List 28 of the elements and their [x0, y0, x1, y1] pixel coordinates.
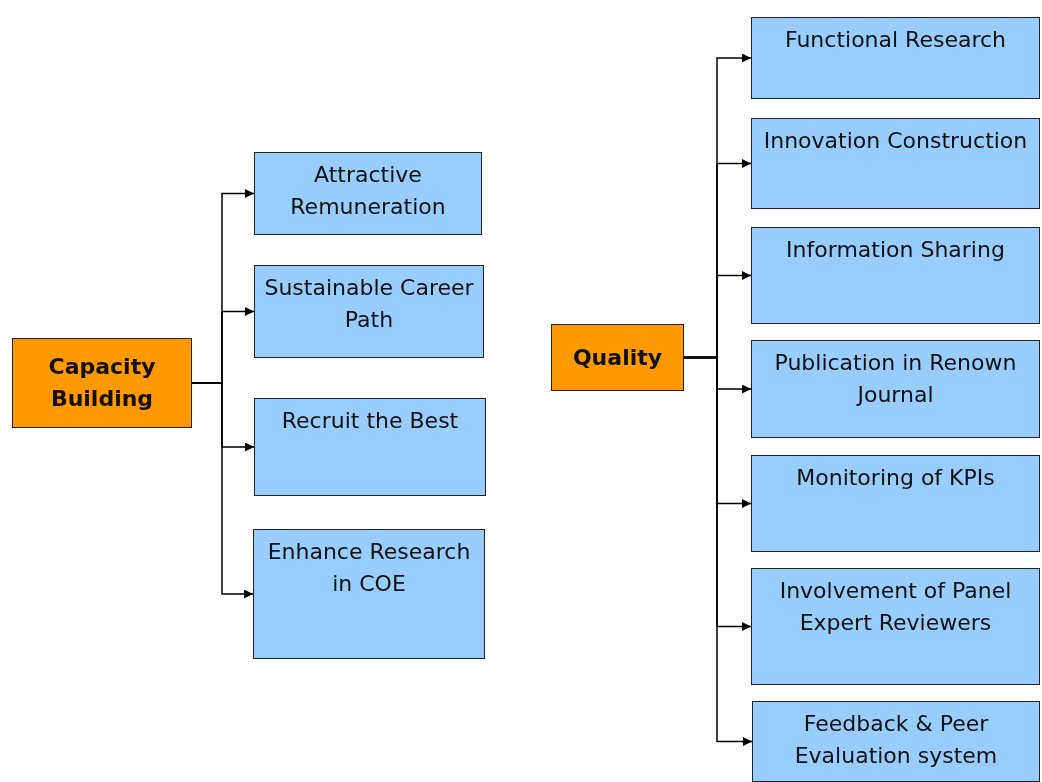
- box-text: Innovation Construction: [763, 127, 1028, 155]
- box-text: Sustainable Career Path: [263, 274, 475, 334]
- item-box: [751, 340, 1040, 438]
- box-text: Quality: [572, 343, 663, 372]
- box-text: Enhance Research in COE: [266, 538, 472, 598]
- item-box: [751, 17, 1040, 99]
- item-box: [253, 529, 485, 659]
- item-box: [752, 701, 1040, 782]
- item-box: [751, 227, 1040, 324]
- box-text: Attractive Remuneration: [289, 161, 447, 221]
- box-text: Functional Research: [784, 26, 1007, 54]
- box-text: Feedback & Peer Evaluation system: [793, 710, 999, 770]
- box-text: Involvement of Panel Expert Reviewers: [778, 577, 1013, 637]
- item-box: [751, 455, 1040, 552]
- item-box: [254, 398, 486, 496]
- category-box: [12, 338, 192, 428]
- item-box: [254, 152, 482, 235]
- arrow: [191, 382, 254, 599]
- item-box: [254, 265, 484, 358]
- box-text: Capacity Building: [47, 353, 157, 413]
- box-text: Recruit the Best: [281, 407, 459, 435]
- category-box: [551, 324, 684, 391]
- box-text: Monitoring of KPIs: [796, 464, 995, 492]
- box-text: Information Sharing: [786, 236, 1005, 264]
- box-text: Publication in Renown Journal: [773, 349, 1018, 409]
- item-box: [751, 568, 1040, 685]
- item-box: [751, 118, 1040, 209]
- arrow: [683, 356, 753, 746]
